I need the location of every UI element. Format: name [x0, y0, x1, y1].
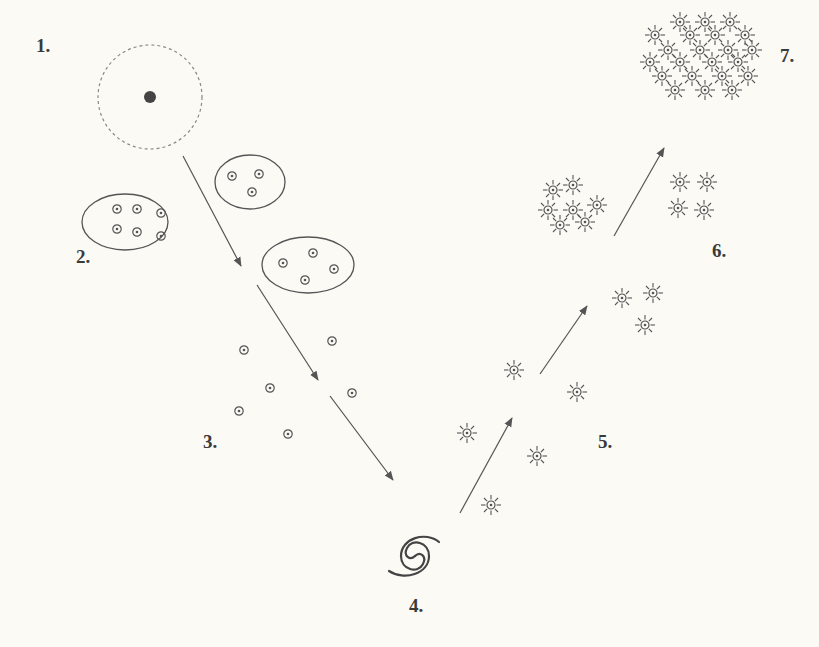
- callout-number: 7.: [780, 46, 794, 65]
- process-arrow: [183, 148, 664, 513]
- star-cluster: [640, 12, 762, 100]
- callout-number: 6.: [712, 241, 726, 260]
- protostar-clump: [82, 155, 354, 293]
- callout-number: 5.: [598, 432, 612, 451]
- callout-number: 1.: [36, 36, 50, 55]
- callout-number: 2.: [76, 247, 90, 266]
- single-stars: [457, 283, 663, 515]
- callout-number: 4.: [409, 596, 423, 615]
- callout-number: 3.: [203, 432, 217, 451]
- spiral-galaxy: [389, 537, 439, 576]
- dark-cloud: [98, 45, 202, 149]
- star-groups: [538, 172, 717, 235]
- scattered-protostars: [235, 337, 356, 438]
